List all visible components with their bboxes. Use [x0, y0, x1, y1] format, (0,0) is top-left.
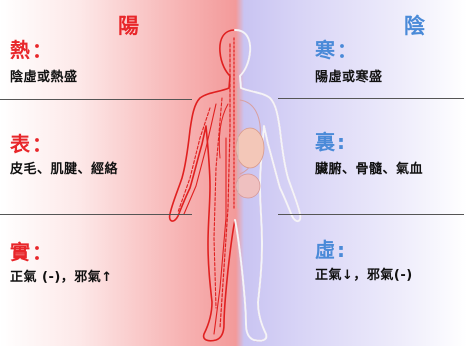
- human-body-figure: [168, 29, 302, 342]
- yin-header: 陰: [404, 14, 426, 38]
- heat-label: 熱：: [10, 38, 54, 62]
- interior-description: 臟腑、骨髓、氣血: [315, 162, 424, 177]
- exterior-label: 表：: [10, 132, 54, 156]
- deficiency-label: 虛:: [315, 238, 347, 262]
- body-outline: [168, 29, 302, 342]
- yang-header: 陽: [118, 14, 140, 38]
- separator-left-1: [0, 99, 192, 100]
- separator-right-2: [278, 214, 464, 215]
- excess-label: 實：: [10, 240, 54, 264]
- separator-left-2: [0, 214, 192, 215]
- heat-description: 陰虛或熱盛: [10, 70, 78, 85]
- exterior-description: 皮毛、肌腱、經絡: [10, 162, 119, 177]
- deficiency-description: 正氣↓，邪氣(-): [315, 268, 413, 283]
- separator-right-1: [278, 98, 464, 99]
- excess-description: 正氣 (-)，邪氣↑: [10, 270, 113, 285]
- cold-description: 陽虛或寒盛: [315, 70, 383, 85]
- cold-label: 寒：: [315, 38, 359, 62]
- interior-label: 裏:: [315, 130, 347, 154]
